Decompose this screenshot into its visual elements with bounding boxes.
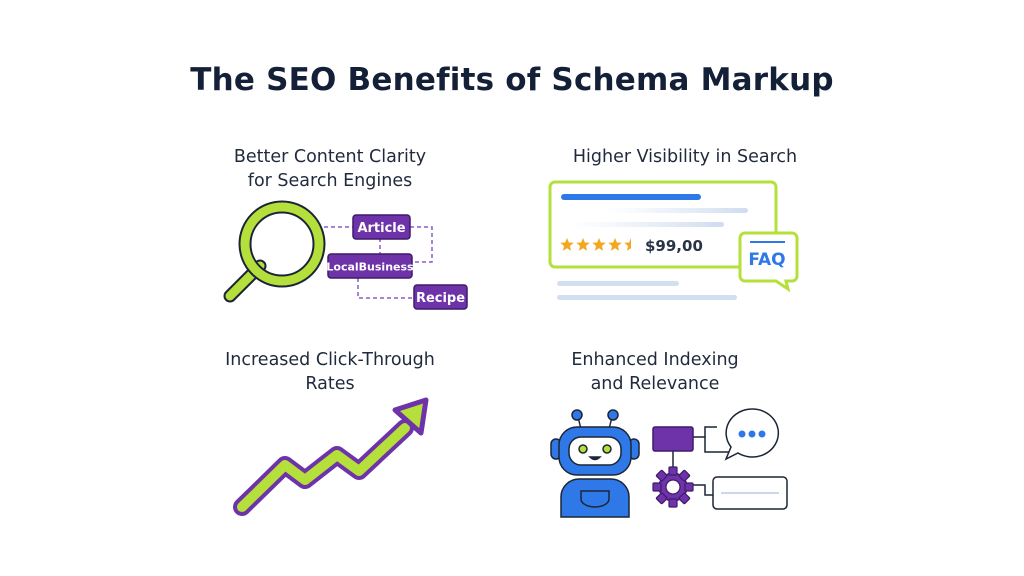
result-line: [557, 295, 737, 300]
schema-tag-localbusiness: LocalBusiness: [326, 253, 414, 279]
result-title-bar: [561, 194, 701, 200]
robot-icon: [550, 409, 640, 518]
result-line: [557, 281, 679, 286]
faq-label: FAQ: [748, 250, 785, 270]
price: $99,00: [645, 237, 703, 255]
hierarchy-connectors: [672, 426, 730, 496]
gear-icon: [652, 466, 694, 508]
half-star-icon: [624, 238, 631, 251]
star-icon: [608, 238, 622, 251]
caption-line: Higher Visibility in Search: [572, 147, 798, 167]
magnifier-icon: [223, 200, 326, 303]
tag-label: LocalBusiness: [326, 261, 414, 274]
content-card: [712, 476, 788, 510]
benefit-caption-content-clarity: Better Content Clarity for Search Engine…: [190, 145, 470, 193]
caption-line: Rates: [305, 374, 355, 394]
star-icon: [592, 238, 606, 251]
caption-line: and Relevance: [590, 374, 720, 394]
indexing-illustration: [550, 408, 788, 518]
benefit-caption-ctr: Increased Click-Through Rates: [185, 348, 475, 396]
page-title: The SEO Benefits of Schema Markup: [190, 62, 834, 98]
content-clarity-illustration: Article LocalBusiness Recipe: [223, 200, 468, 310]
caption-line: Increased Click-Through: [225, 350, 435, 370]
caption-line: for Search Engines: [247, 171, 413, 191]
caption-line: Enhanced Indexing: [571, 350, 739, 370]
schema-tag-recipe: Recipe: [413, 284, 468, 310]
tag-label: Recipe: [416, 291, 465, 306]
benefit-caption-indexing: Enhanced Indexing and Relevance: [525, 348, 785, 396]
star-rating: [560, 238, 631, 251]
chat-bubble-icon: [724, 408, 780, 461]
tag-label: Article: [357, 221, 405, 236]
result-line: [569, 222, 724, 227]
caption-line: Better Content Clarity: [233, 147, 427, 167]
schema-connectors: [324, 226, 433, 299]
schema-tag-article: Article: [352, 214, 411, 240]
faq-badge: FAQ: [738, 231, 799, 293]
star-icon: [576, 238, 590, 251]
node-block: [652, 426, 694, 452]
benefit-caption-visibility: Higher Visibility in Search: [540, 145, 830, 169]
search-result-card-icon: $99,00 FAQ: [548, 180, 799, 300]
star-icon: [560, 238, 574, 251]
trend-up-arrow-icon: [233, 397, 429, 516]
result-line: [605, 208, 748, 213]
